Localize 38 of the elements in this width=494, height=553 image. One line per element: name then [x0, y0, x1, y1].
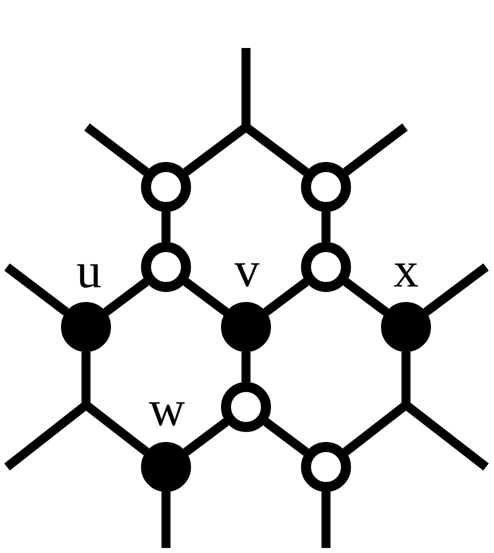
edge-line [343, 123, 408, 176]
edge-line [263, 278, 309, 316]
edge-line [342, 401, 409, 456]
edge-line [242, 48, 250, 127]
edge-line [82, 352, 90, 405]
edge-line [403, 401, 489, 471]
open-circle [301, 162, 351, 212]
edge-line [103, 278, 149, 316]
open-circle [141, 242, 191, 292]
edge-line [183, 418, 229, 456]
vertex-label: w [149, 402, 185, 426]
vertex-label: u [77, 264, 101, 288]
edge-line [243, 123, 309, 176]
open-circle [221, 382, 271, 432]
edge-line [183, 278, 229, 316]
edge-line [183, 123, 249, 176]
open-circle [301, 442, 351, 492]
edge-line [322, 492, 330, 548]
edge-line [4, 263, 69, 316]
filled-dot [221, 302, 271, 352]
filled-dot [381, 302, 431, 352]
edge-line [162, 492, 170, 548]
edge-line [322, 212, 330, 242]
vertex-label: x [394, 264, 418, 286]
edge-line [4, 401, 89, 471]
edge-line [242, 352, 250, 382]
filled-dot [141, 442, 191, 492]
edge-line [83, 401, 150, 456]
open-circle [301, 242, 351, 292]
edge-line [263, 418, 309, 456]
edge-line [84, 123, 149, 176]
edge-line [402, 352, 410, 405]
edge-line [343, 278, 389, 316]
edge-line [162, 212, 170, 242]
open-circle [141, 162, 191, 212]
vertex-label: v [234, 263, 260, 287]
filled-dot [61, 302, 111, 352]
edge-line [423, 263, 489, 316]
